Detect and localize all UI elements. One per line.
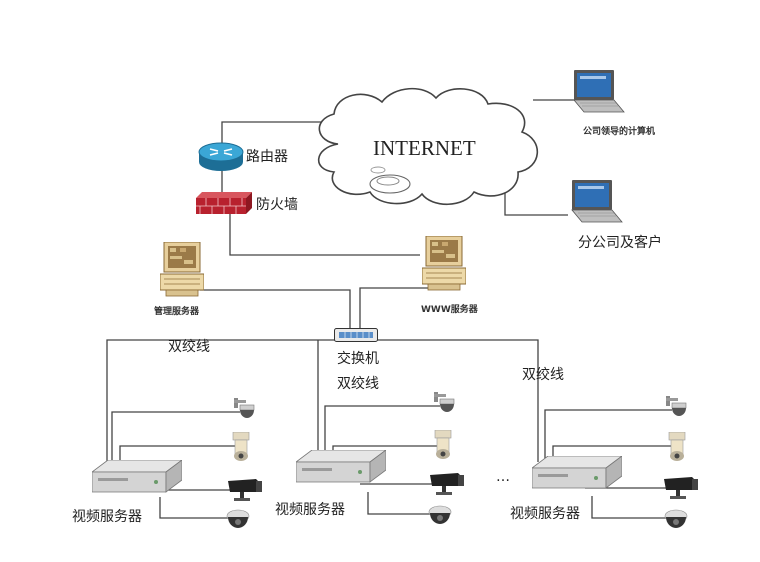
bullet-camera-icon[interactable] [662, 476, 700, 500]
www-server-label: WWW服务器 [421, 305, 478, 315]
bullet-camera-icon[interactable] [226, 478, 264, 502]
dome-camera-icon[interactable] [666, 432, 688, 462]
cable-label: 双绞线 [168, 339, 210, 355]
laptop-icon[interactable] [568, 178, 624, 226]
router-icon[interactable] [196, 140, 246, 174]
router-label: 路由器 [246, 149, 288, 165]
dome-camera-icon[interactable] [226, 508, 250, 530]
server-icon[interactable] [422, 236, 466, 292]
switch-icon[interactable] [334, 328, 378, 342]
ellipsis: … [496, 469, 510, 485]
video-server-icon[interactable] [92, 460, 182, 498]
internet-label: INTERNET [373, 136, 476, 160]
firewall-icon[interactable] [196, 192, 252, 214]
laptop-icon[interactable] [570, 68, 626, 116]
video-server-label: 视频服务器 [510, 506, 580, 522]
video-server-label: 视频服务器 [275, 502, 345, 518]
branch-pc-label: 分公司及客户 [578, 235, 662, 251]
cable-label: 双绞线 [337, 376, 379, 392]
dome-camera-icon[interactable] [664, 508, 688, 530]
cable-label: 双绞线 [522, 367, 564, 383]
dome-camera-icon[interactable] [428, 504, 452, 526]
firewall-label: 防火墙 [256, 197, 298, 213]
video-server-icon[interactable] [296, 450, 386, 488]
leader-pc-label: 公司领导的计算机 [583, 127, 656, 137]
switch-label: 交换机 [337, 351, 379, 367]
video-server-icon[interactable] [532, 456, 622, 494]
dome-camera-icon[interactable] [230, 432, 252, 462]
ptz-camera-icon[interactable] [664, 396, 690, 420]
mgmt-server-label: 管理服务器 [154, 307, 200, 317]
ptz-camera-icon[interactable] [232, 398, 258, 422]
ptz-camera-icon[interactable] [432, 392, 458, 416]
dome-camera-icon[interactable] [432, 430, 454, 460]
internet-cloud-icon [317, 87, 539, 205]
video-server-label: 视频服务器 [72, 509, 142, 525]
server-icon[interactable] [160, 242, 204, 298]
bullet-camera-icon[interactable] [428, 472, 466, 496]
